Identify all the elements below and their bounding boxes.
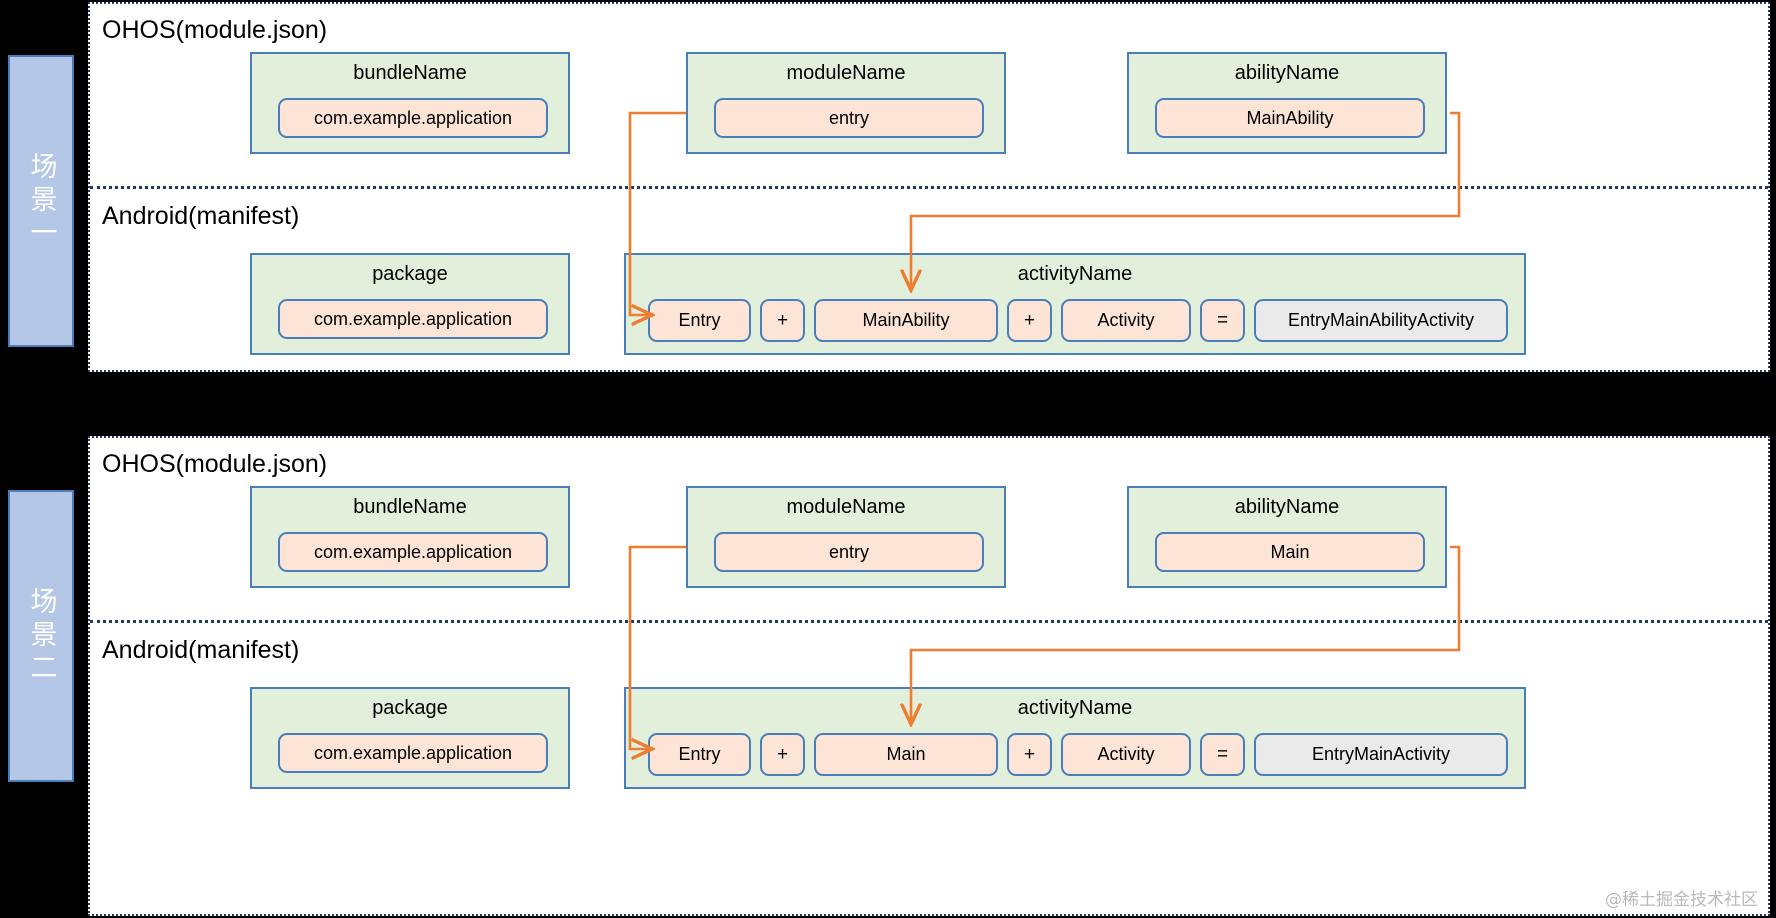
activity-operator-equals-1: = <box>1200 299 1245 342</box>
scenario-panel-1: OHOS(module.json) bundleName com.example… <box>88 2 1770 372</box>
group-title: abilityName <box>1234 62 1340 84</box>
group-title: bundleName <box>353 62 467 84</box>
activity-operator-plus-1a: + <box>760 299 805 342</box>
activity-part-ability-2: Main <box>814 733 998 776</box>
activity-operator-equals-2: = <box>1200 733 1245 776</box>
activity-part-entry-2: Entry <box>648 733 751 776</box>
group-title: moduleName <box>786 62 906 84</box>
activity-operator-plus-1b: + <box>1007 299 1052 342</box>
value-package-1: com.example.application <box>278 299 548 339</box>
value-modulename-1: entry <box>714 98 984 138</box>
group-modulename-2: moduleName entry <box>686 486 1006 588</box>
scenario-tab-1: 场景一 <box>8 55 74 347</box>
value-abilityname-1: MainAbility <box>1155 98 1425 138</box>
section-divider-1 <box>90 186 1768 189</box>
activity-part-entry-1: Entry <box>648 299 751 342</box>
value-bundlename-1: com.example.application <box>278 98 548 138</box>
activity-result-2: EntryMainActivity <box>1254 733 1508 776</box>
group-title: activityName <box>1017 697 1133 719</box>
group-abilityname-1: abilityName MainAbility <box>1127 52 1447 154</box>
group-title: bundleName <box>353 496 467 518</box>
android-section-title-1: Android(manifest) <box>102 202 300 230</box>
group-abilityname-2: abilityName Main <box>1127 486 1447 588</box>
group-title: moduleName <box>786 496 906 518</box>
activity-part-activity-2: Activity <box>1061 733 1191 776</box>
ohos-section-title-1: OHOS(module.json) <box>102 16 328 44</box>
section-divider-2 <box>90 620 1768 623</box>
value-modulename-2: entry <box>714 532 984 572</box>
group-package-2: package com.example.application <box>250 687 570 789</box>
watermark: @稀土掘金技术社区 <box>1605 890 1758 910</box>
activity-result-1: EntryMainAbilityActivity <box>1254 299 1508 342</box>
group-title: abilityName <box>1234 496 1340 518</box>
group-modulename-1: moduleName entry <box>686 52 1006 154</box>
group-title: activityName <box>1017 263 1133 285</box>
value-bundlename-2: com.example.application <box>278 532 548 572</box>
activity-part-ability-1: MainAbility <box>814 299 998 342</box>
android-section-title-2: Android(manifest) <box>102 636 300 664</box>
scenario-tab-label: 场景一 <box>25 151 57 251</box>
activity-operator-plus-2a: + <box>760 733 805 776</box>
group-bundlename-2: bundleName com.example.application <box>250 486 570 588</box>
ohos-section-title-2: OHOS(module.json) <box>102 450 328 478</box>
activity-operator-plus-2b: + <box>1007 733 1052 776</box>
group-bundlename-1: bundleName com.example.application <box>250 52 570 154</box>
value-package-2: com.example.application <box>278 733 548 773</box>
scenario-tab-label: 场景二 <box>25 586 57 686</box>
group-package-1: package com.example.application <box>250 253 570 355</box>
group-title: package <box>372 697 448 719</box>
group-title: package <box>372 263 448 285</box>
value-abilityname-2: Main <box>1155 532 1425 572</box>
scenario-panel-2: OHOS(module.json) bundleName com.example… <box>88 436 1770 916</box>
group-activityname-1: activityName Entry + MainAbility + Activ… <box>624 253 1526 355</box>
group-activityname-2: activityName Entry + Main + Activity = E… <box>624 687 1526 789</box>
activity-part-activity-1: Activity <box>1061 299 1191 342</box>
scenario-tab-2: 场景二 <box>8 490 74 782</box>
